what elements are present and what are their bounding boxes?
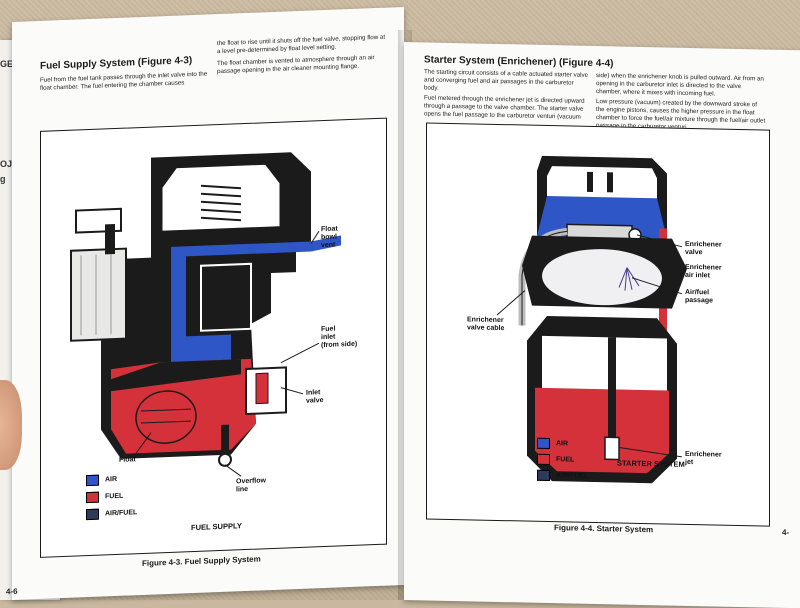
- air-fuel-swatch: [86, 508, 99, 521]
- label-line: passage: [685, 296, 714, 305]
- label-line: valve: [306, 397, 324, 405]
- air-fuel-swatch: [537, 469, 550, 482]
- legend-air: AIR: [537, 437, 569, 450]
- air-swatch: [537, 437, 550, 450]
- under-page-fragment: OJ: [0, 159, 13, 169]
- legend-fuel: FUEL: [537, 453, 575, 466]
- right-page: Starter System (Enrichener) (Figure 4-4)…: [404, 42, 800, 608]
- fuel-supply-text-col2b: The float chamber is vented to atmospher…: [217, 54, 375, 76]
- legend-label: AIR/FUEL: [556, 472, 589, 480]
- fuel-supply-diagram: [70, 152, 341, 477]
- air-swatch: [86, 474, 99, 487]
- legend-label: FUEL: [105, 492, 124, 501]
- left-page: Fuel Supply System (Figure 4-3) Fuel fro…: [6, 6, 404, 601]
- fuel-swatch: [537, 453, 550, 466]
- under-page-fragment: g: [0, 174, 6, 184]
- overflow-line-label: Overflow line: [236, 477, 266, 494]
- label-line: (from side): [321, 340, 358, 350]
- starter-text-col1b: Fuel metered through the enrichener jet …: [424, 94, 585, 121]
- label-line: Overflow: [236, 477, 266, 486]
- label-line: vent: [321, 241, 336, 250]
- starter-system-heading: Starter System (Enrichener) (Figure 4-4): [424, 54, 614, 70]
- float-bowl-vent-label: Float bowl vent: [321, 225, 338, 250]
- fuel-swatch: [86, 491, 99, 504]
- fuel-inlet-label: Fuel inlet (from side): [321, 325, 357, 350]
- fuel-supply-figure-frame: Float bowl vent Fuel inlet (from side) I…: [40, 117, 387, 558]
- right-page-number: 4-: [782, 527, 790, 538]
- legend-air-fuel: AIR/FUEL: [86, 507, 138, 521]
- starter-text-col2a: side) when the enrichener knob is pulled…: [596, 72, 764, 98]
- fuel-supply-text-col1: Fuel from the fuel tank passes through t…: [40, 70, 208, 92]
- left-page-number: 4-6: [6, 586, 18, 597]
- starter-system-caption: Figure 4-4. Starter System: [554, 523, 654, 535]
- under-page-fragment: GE: [0, 59, 14, 69]
- starter-text-col1a: The starting circuit consists of a cable…: [424, 68, 589, 92]
- fuel-supply-text-col2a: the float to rise until it shuts off the…: [217, 33, 386, 56]
- starter-system-figure-frame: Enrichener valve Enrichener air inlet Ai…: [426, 122, 770, 527]
- air-fuel-passage-label: Air/fuel passage: [685, 289, 713, 306]
- enrichener-valve-label: Enrichener valve: [685, 241, 722, 258]
- enrichener-air-inlet-label: Enrichener air inlet: [685, 264, 722, 281]
- label-line: air inlet: [685, 271, 710, 280]
- legend-label: AIR: [105, 475, 118, 484]
- thumb: [0, 380, 22, 470]
- enrichener-jet-label: Enrichener jet: [685, 451, 722, 468]
- legend-label: FUEL: [556, 456, 575, 464]
- starter-system-diagram-title: STARTER SYSTEM: [617, 458, 685, 469]
- label-line: jet: [685, 458, 694, 467]
- float-label: Float: [119, 456, 136, 464]
- inlet-valve-label: Inlet valve: [306, 389, 324, 406]
- label-line: valve: [685, 248, 703, 257]
- enrichener-valve-cable-label: Enrichener valve cable: [467, 316, 504, 333]
- label-line: line: [236, 485, 249, 494]
- fuel-supply-heading: Fuel Supply System (Figure 4-3): [40, 55, 193, 72]
- legend-label: AIR/FUEL: [105, 509, 138, 518]
- legend-label: AIR: [556, 440, 569, 448]
- legend-fuel: FUEL: [86, 491, 124, 504]
- label-line: valve cable: [467, 324, 505, 333]
- legend-air-fuel: AIR/FUEL: [537, 469, 589, 482]
- legend-air: AIR: [86, 474, 118, 487]
- starter-system-diagram: [496, 155, 687, 484]
